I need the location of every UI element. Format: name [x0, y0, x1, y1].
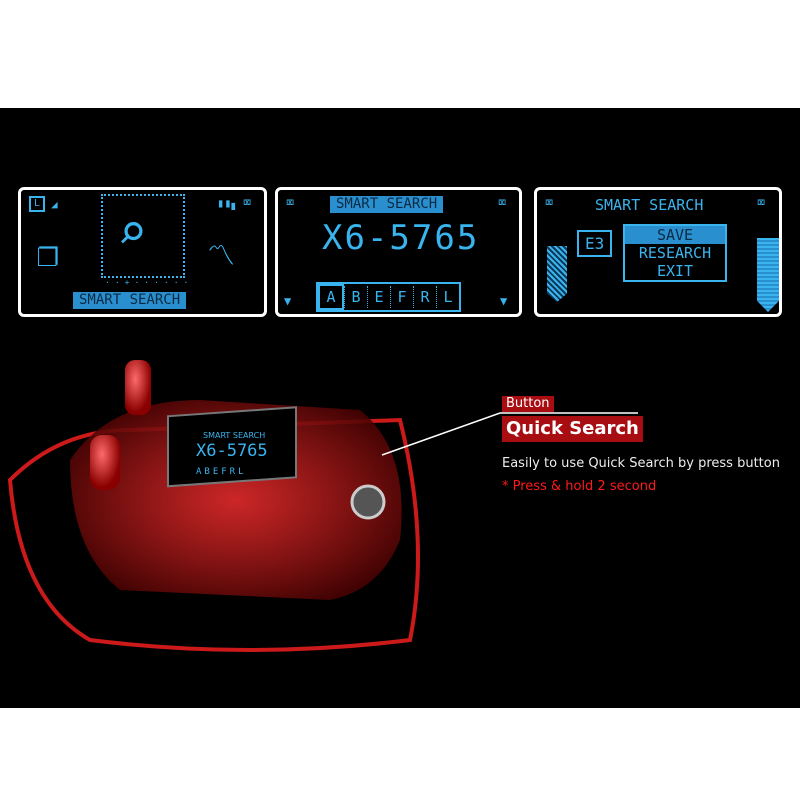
letter-f: F [390, 286, 413, 308]
save-menu: SAVE RESEARCH EXIT [623, 224, 727, 282]
screen-menu-icons: L ◢ ▮▮▖ ⌧ ❐ ⌕ 〽 ··+······ SMART SEARCH [18, 187, 267, 317]
smart-search-icon-frame: ⌕ [101, 194, 185, 278]
menu-item-save[interactable]: SAVE [625, 226, 725, 244]
callout-line [381, 412, 638, 456]
scroll-down-icon: ▼ [500, 294, 508, 308]
device-screen-letters: ABEFRL [196, 467, 247, 477]
letter-b: B [344, 286, 367, 308]
page-dots: ··+······ [105, 278, 194, 287]
right-signal-gauge [757, 238, 779, 312]
letter-a: A [318, 284, 344, 310]
menu-item-research[interactable]: RESEARCH [638, 244, 712, 262]
letter-r: R [413, 286, 436, 308]
battery-bars-icon: ▮▮▖ [217, 196, 239, 210]
device-screen-code: X6-5765 [196, 441, 268, 461]
callout-label: Button [502, 396, 554, 412]
letter-e: E [367, 286, 390, 308]
target-code: X6-5765 [322, 218, 480, 258]
screen-title: SMART SEARCH [73, 292, 187, 309]
screen-title: SMART SEARCH [595, 196, 704, 214]
device-screen-title: SMART SEARCH [203, 431, 266, 440]
coil-icon: ⌧ [498, 195, 507, 211]
left-depth-gauge [547, 246, 567, 302]
search-document-icon: ⌕ [117, 203, 148, 261]
callout-title: Quick Search [502, 416, 643, 442]
target-id: E3 [577, 230, 613, 257]
coil-icon: ⌧ [243, 195, 252, 211]
screen-save-menu: ⌧ SMART SEARCH ⌧ E3 SAVE RESEARCH EXIT [534, 187, 782, 317]
callout-note: * Press & hold 2 second [502, 479, 657, 494]
coil-icon: ⌧ [757, 195, 766, 211]
signal-icon: ◢ [51, 198, 58, 211]
documents-icon: ❐ [37, 234, 59, 275]
menu-item-exit[interactable]: EXIT [656, 262, 694, 280]
scroll-down-icon: ▼ [284, 294, 292, 308]
screen-title: SMART SEARCH [330, 196, 444, 213]
callout-description: Easily to use Quick Search by press butt… [502, 456, 780, 471]
detector-device-image [7, 360, 420, 652]
l-mode-icon: L [29, 196, 45, 212]
coil-icon: ⌧ [545, 195, 554, 211]
coil-icon: ⌧ [286, 195, 295, 211]
letter-l: L [436, 286, 459, 308]
waveform-icon: 〽 [207, 239, 236, 272]
